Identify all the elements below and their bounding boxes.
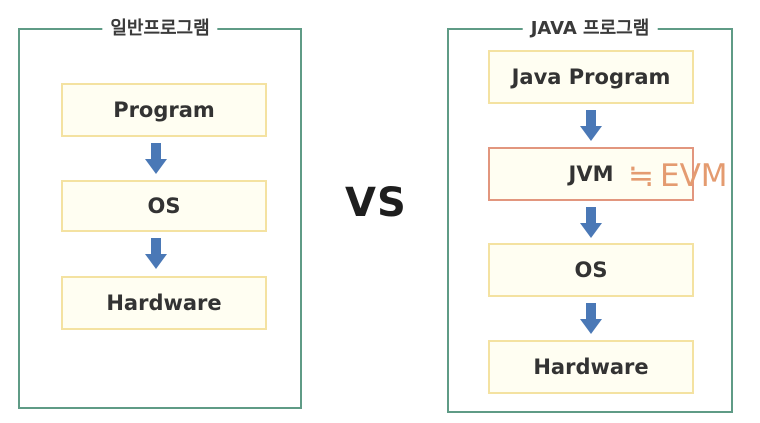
- layer-java-program: Java Program: [488, 50, 694, 104]
- java-program-panel: JAVA 프로그램: [447, 15, 733, 413]
- layer-program: Program: [61, 83, 267, 137]
- down-arrow-icon: [580, 207, 602, 238]
- layer-os-java: OS: [488, 243, 694, 297]
- vs-label: VS: [345, 180, 407, 226]
- layer-hardware: Hardware: [61, 276, 267, 330]
- general-program-panel: 일반프로그램: [18, 15, 302, 409]
- evm-annotation: ≒EVM: [628, 158, 728, 194]
- layer-hardware-java: Hardware: [488, 340, 694, 394]
- approx-equal-symbol: ≒: [628, 158, 655, 194]
- evm-text: EVM: [660, 158, 728, 194]
- down-arrow-icon: [580, 303, 602, 334]
- java-program-title: JAVA 프로그램: [522, 15, 658, 43]
- layer-os: OS: [61, 180, 267, 232]
- general-program-title: 일반프로그램: [102, 15, 218, 43]
- layer-jvm: JVM: [488, 147, 694, 201]
- down-arrow-icon: [145, 238, 167, 269]
- down-arrow-icon: [145, 143, 167, 174]
- down-arrow-icon: [580, 110, 602, 141]
